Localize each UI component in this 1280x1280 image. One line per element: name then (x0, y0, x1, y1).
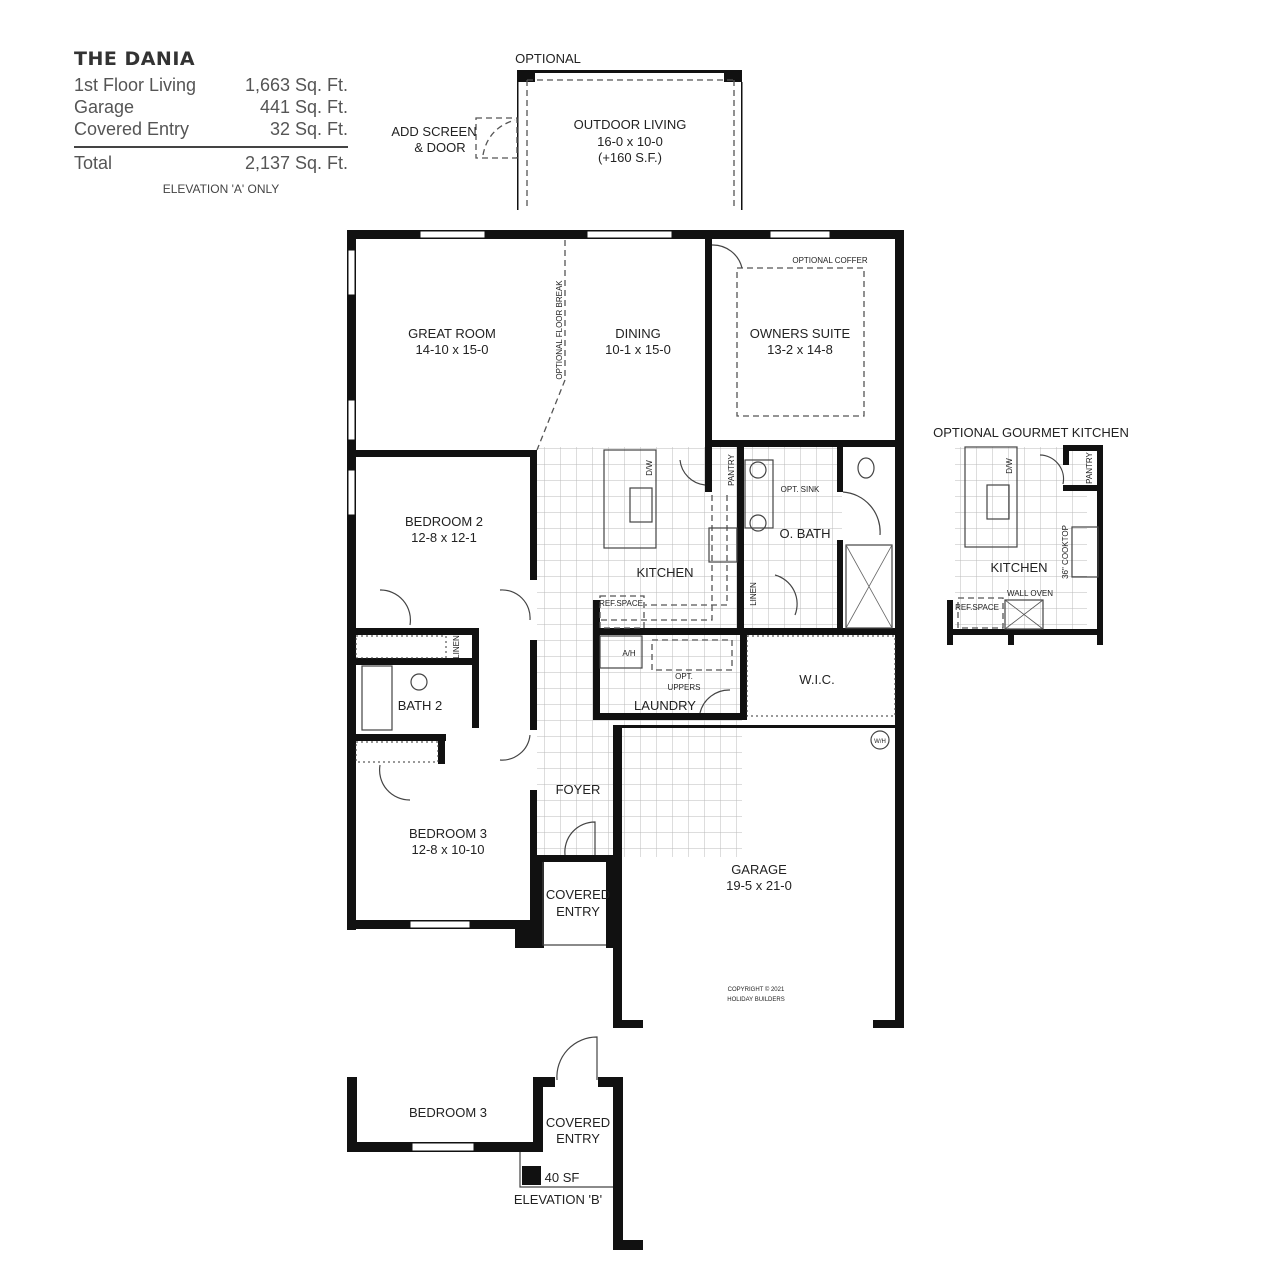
elevation-b-inset: BEDROOM 3 COVERED ENTRY 40 SF ELEVATION … (347, 1036, 643, 1250)
screen-label-2: & DOOR (414, 140, 465, 155)
copyright-line-2: HOLIDAY BUILDERS (727, 997, 784, 1003)
elev-b-covered-2: ENTRY (556, 1131, 600, 1146)
outdoor-living-dims: 16-0 x 10-0 (597, 134, 663, 149)
total-value: 2,137 Sq. Ft. (244, 153, 348, 173)
copyright-line-1: COPYRIGHT © 2021 (728, 986, 785, 993)
door-swing (499, 589, 531, 621)
area-value: 1,663 Sq. Ft. (244, 75, 348, 95)
area-row: Covered Entry 32 Sq. Ft. (74, 118, 348, 140)
dining-name: DINING (615, 326, 661, 341)
bedroom3-name: BEDROOM 3 (409, 826, 487, 841)
fixtures (355, 240, 896, 946)
kitchen-label: KITCHEN (636, 565, 693, 580)
dining-dims: 10-1 x 15-0 (605, 342, 671, 357)
door-swing (842, 491, 881, 536)
gourmet-ref-space-label: REF.SPACE (955, 603, 999, 612)
elev-b-bedroom3: BEDROOM 3 (409, 1105, 487, 1120)
wh-label: W/H (874, 739, 886, 745)
bath2-label: BATH 2 (398, 698, 443, 713)
gourmet-kitchen-label: KITCHEN (990, 560, 1047, 575)
linen-label: LINEN (749, 582, 758, 606)
elev-b-covered-1: COVERED (546, 1115, 610, 1130)
door-swing (564, 821, 596, 856)
elev-b-area: 40 SF (545, 1170, 580, 1185)
outdoor-living: OPTIONAL OUTDOOR LIVING 16-0 x 10-0 (+16… (391, 51, 743, 210)
area-row: Garage 441 Sq. Ft. (74, 96, 348, 118)
bedroom2-dims: 12-8 x 12-1 (411, 530, 477, 545)
gourmet-kitchen-inset: OPTIONAL GOURMET KITCHEN KITCHEN PANTRY … (933, 425, 1129, 645)
covered-entry-label-2: ENTRY (556, 904, 600, 919)
outdoor-living-name: OUTDOOR LIVING (574, 117, 687, 132)
garage-name: GARAGE (731, 862, 787, 877)
door-swing (379, 589, 412, 626)
elevation-note: ELEVATION 'A' ONLY (162, 182, 280, 196)
gourmet-wall-oven-label: WALL OVEN (1007, 589, 1053, 598)
gourmet-dw-label: D/W (1005, 458, 1014, 474)
door-swing (711, 244, 743, 269)
bedroom2-name: BEDROOM 2 (405, 514, 483, 529)
foyer-label: FOYER (556, 782, 601, 797)
bedroom3-dims: 12-8 x 10-10 (412, 842, 485, 857)
covered-entry-label-1: COVERED (546, 887, 610, 902)
optional-coffer-label: OPTIONAL COFFER (792, 256, 867, 265)
outdoor-living-extra: (+160 S.F.) (598, 150, 662, 165)
elev-b-label: ELEVATION 'B' (514, 1192, 602, 1207)
screen-label-1: ADD SCREEN (391, 124, 476, 139)
gourmet-cooktop-label: 36" COOKTOP (1061, 525, 1070, 579)
door-swing (679, 459, 706, 486)
area-label: Covered Entry (74, 119, 190, 139)
gourmet-title: OPTIONAL GOURMET KITCHEN (933, 425, 1129, 440)
door-swing (774, 574, 798, 616)
area-label: Garage (74, 97, 135, 117)
linen2-label: LINEN (452, 635, 461, 659)
room-labels: GREAT ROOM 14-10 x 15-0 DINING 10-1 x 15… (398, 256, 886, 1003)
ref-space-label: REF.SPACE (599, 599, 643, 608)
garage-dims: 19-5 x 21-0 (726, 878, 792, 893)
dw-label: D/W (645, 460, 654, 476)
optional-label: OPTIONAL (515, 51, 581, 66)
windows (347, 230, 831, 929)
pantry-label: PANTRY (727, 453, 736, 485)
door-swings (378, 244, 881, 856)
door-swing (499, 734, 531, 761)
owners-suite-dims: 13-2 x 14-8 (767, 342, 833, 357)
floor-break-label: OPTIONAL FLOOR BREAK (555, 280, 564, 380)
o-bath-label: O. BATH (779, 526, 830, 541)
area-row: 1st Floor Living 1,663 Sq. Ft. (74, 74, 348, 96)
great-room-dims: 14-10 x 15-0 (416, 342, 489, 357)
opt-uppers-label-1: OPT. (675, 672, 693, 681)
total-row: Total 2,137 Sq. Ft. (74, 152, 348, 174)
plan-title: THE DANIA (74, 48, 196, 70)
opt-uppers-label-2: UPPERS (668, 683, 701, 692)
tile-floor (537, 447, 742, 857)
great-room-name: GREAT ROOM (408, 326, 496, 341)
wic-label: W.I.C. (799, 672, 834, 687)
area-label: 1st Floor Living (74, 75, 197, 95)
laundry-label: LAUNDRY (634, 698, 696, 713)
divider (74, 146, 348, 148)
ah-label: A/H (622, 649, 636, 658)
door-swing (699, 689, 731, 714)
area-value: 441 Sq. Ft. (259, 97, 348, 117)
total-label: Total (74, 153, 113, 173)
area-value: 32 Sq. Ft. (269, 119, 348, 139)
opt-sink-label: OPT. SINK (781, 485, 820, 494)
gourmet-pantry-label: PANTRY (1085, 451, 1094, 483)
door-swing (378, 764, 411, 801)
owners-suite-name: OWNERS SUITE (750, 326, 851, 341)
